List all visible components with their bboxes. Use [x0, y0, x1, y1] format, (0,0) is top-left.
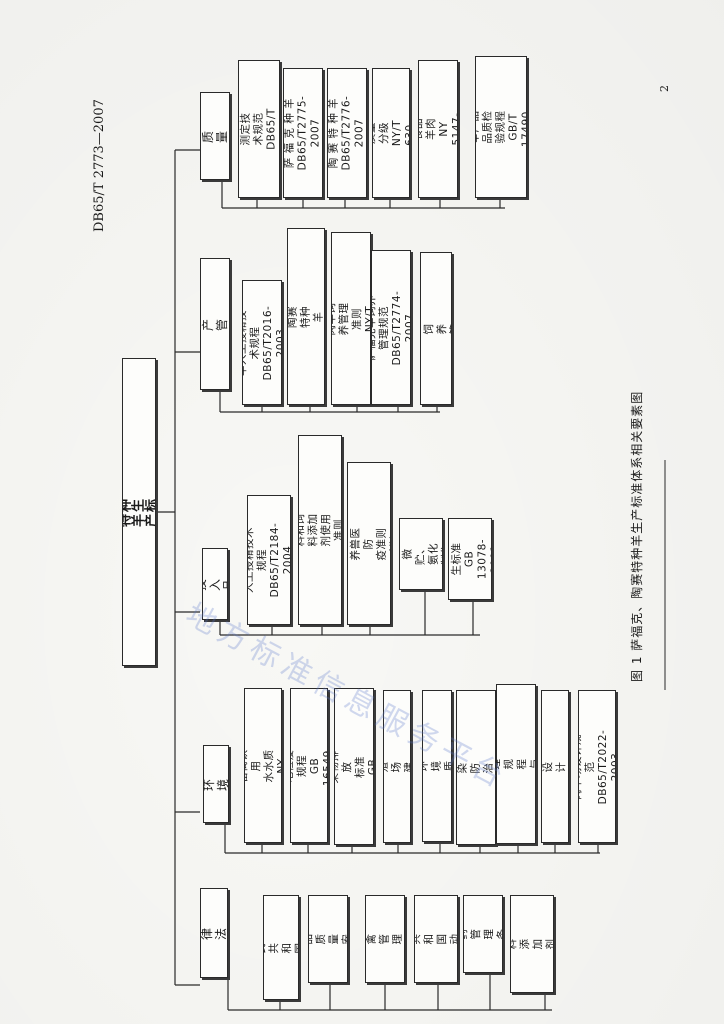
- env-item-6: 种羊场污染防治技术 规范: [456, 690, 496, 845]
- standard-code: DB65/T 2773—2007: [92, 99, 107, 232]
- category-environment: 环境: [203, 745, 229, 823]
- env-item-2: 畜禽产地检疫规程 GB 16549-1996: [290, 688, 328, 843]
- laws-item-6: 饲料和饲料添 加剂管理条例: [510, 895, 554, 993]
- prod-item-3: 无公害食品 肉羊饲养管理准则 NY/T 5151-2002: [331, 232, 371, 405]
- laws-item-4: 中华人民共 和国动物防疫法: [414, 895, 458, 983]
- env-item-4: 种羊养殖场建设要求: [383, 690, 411, 843]
- category-production-label: 生产管理: [201, 316, 229, 332]
- root-label: 萨福克、陶赛特种羊生产标准体系总则: [122, 496, 156, 527]
- laws-item-1: 中华人民共和国畜 牧法: [263, 895, 299, 1000]
- env-item-7: 养殖场粪污处理规程与后 续处理规范: [496, 684, 536, 844]
- page-number: 2: [658, 85, 671, 92]
- category-laws-label: 法律法规: [200, 925, 228, 941]
- prod-item-2: 萨福克羊种羊、陶赛特种羊 繁殖选育技术规程: [287, 228, 325, 405]
- quality-item-3: 陶 赛 特 种 羊 DB65/T2776-2007: [327, 68, 367, 198]
- quality-item-4: 羊肉质量分级 NY/T 630-2002: [372, 68, 410, 198]
- quality-item-6: 牛羊屠宰产品品质检 验规程 GB/T 17490-1998: [475, 56, 527, 198]
- inputs-item-2: 无公害食品 畜禽饲料和饲料添加剂使用准则 NY 5030-2006: [298, 435, 342, 625]
- prod-item-4: 萨福克羊饲养管理规范 DB65/T2774-2007: [371, 250, 411, 405]
- env-item-3: 畜禽养殖业污染物排放 标准 GB 18596-2001: [334, 688, 374, 845]
- env-item-8: 羊舍设计规范: [541, 690, 569, 843]
- inputs-item-4: 青贮、微贮、氨化 制作规范: [399, 518, 443, 590]
- env-item-5: 种羊场环境质量标准: [422, 690, 452, 842]
- quality-item-1: 种羊生产性能测定技 术规范 DB65/T 2132-2003: [238, 60, 280, 198]
- category-inputs: 投入品: [202, 548, 228, 620]
- laws-item-3: 种畜禽管理 条例: [365, 895, 405, 983]
- inputs-item-1: 人工授精技术规程 DB65/T2184-2004: [247, 495, 291, 625]
- category-quality: 产品质量安全: [200, 92, 230, 180]
- category-production: 生产管理: [200, 258, 230, 390]
- figure-caption: 图 1 萨福克、陶赛特种羊生产标准体系相关要素图: [630, 390, 644, 682]
- category-laws: 法律法规: [200, 888, 228, 978]
- prod-item-5: 陶赛特羊饲养管理规范: [420, 252, 452, 405]
- env-item-1: 无公害食品 畜禽饮用 水水质 NY 5027-2001: [244, 688, 282, 843]
- quality-item-5: 无公害食品 羊肉 NY 5147-2002: [418, 60, 458, 198]
- laws-item-5: 兽药管理条 例: [463, 895, 503, 973]
- category-inputs-label: 投入品: [203, 576, 227, 592]
- root-box: 萨福克、陶赛特种羊生产标准体系总则: [122, 358, 156, 666]
- laws-item-2: 农产品质量 安全法: [308, 895, 348, 983]
- inputs-item-5: 饲料卫生标准 GB 13078-2001: [448, 518, 492, 600]
- category-quality-label: 产品质量安全: [201, 128, 229, 144]
- env-item-9: 肉羊场设计规范 DB65/T2022-2003: [578, 690, 616, 843]
- quality-item-2: 萨 福 克 种 羊 DB65/T2775-2007: [283, 68, 323, 198]
- inputs-item-3: 无公害食品 肉羊饲养兽医防 疫准则 NY 5149-2002: [347, 462, 391, 625]
- prod-item-1: 羊人工授精技术规程 DB65/T2016-2003: [242, 280, 282, 405]
- category-environment-label: 环境: [203, 776, 229, 792]
